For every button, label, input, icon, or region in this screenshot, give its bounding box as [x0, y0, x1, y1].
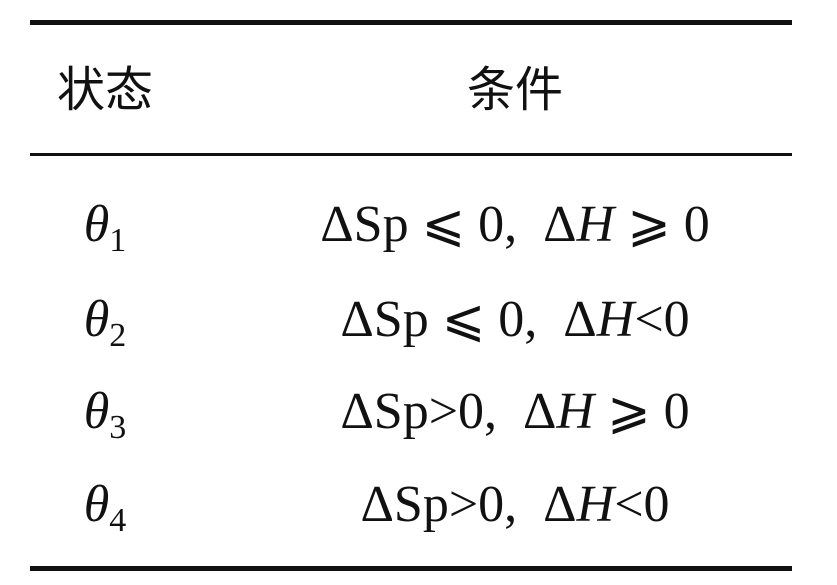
state-index: 3 [109, 409, 127, 446]
bottom-rule [30, 566, 792, 571]
theta-symbol: θ [83, 383, 110, 440]
sp-condition: ΔSp>0, [340, 383, 498, 440]
h-relation: ⩾ 0 [594, 383, 690, 440]
state-index: 1 [109, 222, 127, 259]
h-delta: Δ [523, 383, 557, 440]
condition-cell: ΔSp ⩽ 0, ΔH<0 [235, 290, 795, 350]
state-cell: θ1 [30, 195, 180, 271]
theta-symbol: θ [83, 196, 110, 253]
sp-condition: ΔSp>0, [360, 476, 518, 533]
h-relation: ⩾ 0 [614, 196, 710, 253]
theta-symbol: θ [83, 291, 110, 348]
state-cell: θ4 [30, 475, 180, 551]
state-index: 4 [109, 502, 127, 539]
sp-condition: ΔSp ⩽ 0, [340, 291, 538, 348]
state-index: 2 [109, 317, 127, 354]
condition-cell: ΔSp ⩽ 0, ΔH ⩾ 0 [235, 195, 795, 255]
condition-cell: ΔSp>0, ΔH ⩾ 0 [235, 382, 795, 442]
header-condition: 条件 [466, 62, 563, 118]
sp-condition: ΔSp ⩽ 0, [320, 196, 518, 253]
h-variable: H [596, 291, 635, 348]
top-rule [30, 20, 792, 25]
h-delta: Δ [543, 196, 577, 253]
theta-symbol: θ [83, 476, 110, 533]
h-relation: <0 [634, 291, 690, 348]
h-variable: H [576, 196, 615, 253]
header-rule [30, 153, 792, 156]
h-delta: Δ [563, 291, 597, 348]
header-state: 状态 [56, 62, 153, 118]
h-relation: <0 [614, 476, 670, 533]
state-cell: θ2 [30, 290, 180, 366]
condition-cell: ΔSp>0, ΔH<0 [235, 475, 795, 535]
state-cell: θ3 [30, 382, 180, 458]
h-variable: H [556, 383, 595, 440]
h-delta: Δ [543, 476, 577, 533]
h-variable: H [576, 476, 615, 533]
